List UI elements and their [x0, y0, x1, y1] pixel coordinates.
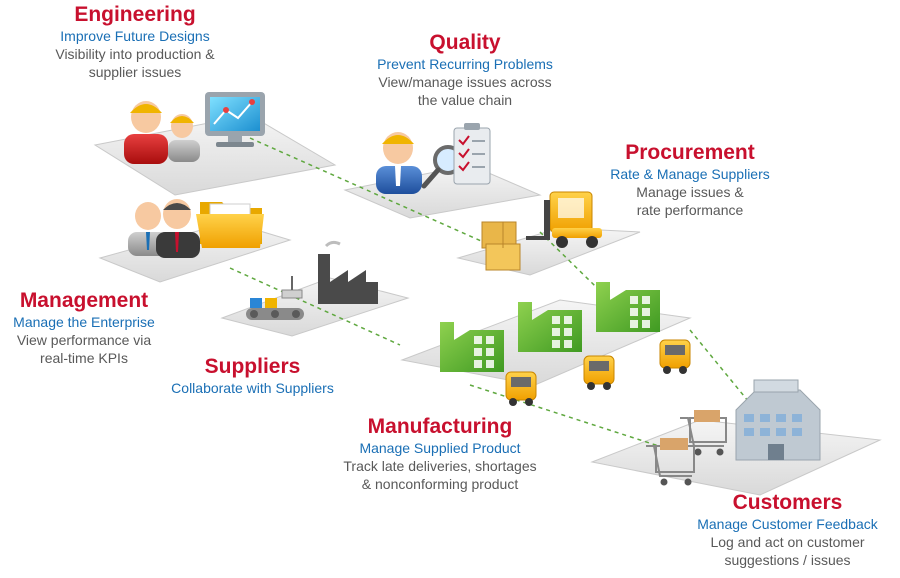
inspector-icon — [376, 132, 422, 194]
forklift-icon — [526, 191, 602, 248]
section-subtitle: Manage the Enterprise — [13, 314, 155, 330]
section-title: Engineering — [74, 3, 196, 26]
section-procurement: Procurement Rate & Manage Suppliers Mana… — [590, 140, 790, 219]
section-description-line: real-time KPIs — [40, 350, 128, 366]
shopping-cart-icon — [646, 438, 695, 486]
plant-icon — [596, 282, 660, 332]
shopping-cart-icon — [680, 410, 727, 456]
section-title: Suppliers — [204, 355, 301, 378]
section-subtitle: Rate & Manage Suppliers — [610, 166, 770, 182]
section-subtitle: Manage Supplied Product — [359, 440, 521, 456]
platform-quality — [343, 164, 542, 219]
checklist-icon — [453, 123, 491, 185]
section-description-line: supplier issues — [88, 64, 182, 80]
section-description-line: suggestions / issues — [724, 552, 851, 568]
section-quality: Quality Prevent Recurring Problems View/… — [355, 30, 575, 109]
section-description-line: rate performance — [636, 202, 744, 218]
worker-icon — [124, 101, 200, 164]
section-title: Procurement — [625, 141, 755, 164]
section-description-line: View/manage issues across — [378, 74, 552, 90]
section-description-line: & nonconforming product — [361, 476, 519, 492]
truck-icon — [583, 355, 615, 390]
section-title: Quality — [429, 31, 501, 54]
section-subtitle: Improve Future Designs — [60, 28, 210, 44]
section-title: Management — [19, 289, 149, 312]
section-engineering: Engineering Improve Future Designs Visib… — [30, 2, 240, 81]
plant-icon — [440, 322, 504, 372]
section-subtitle: Collaborate with Suppliers — [171, 380, 334, 396]
boxes-icon — [481, 221, 521, 271]
platform-suppliers — [220, 277, 410, 337]
folder-icon — [196, 202, 264, 248]
office-building-icon — [735, 379, 821, 461]
section-description-line: Log and act on customer — [710, 534, 865, 550]
section-suppliers: Suppliers Collaborate with Suppliers — [150, 354, 355, 397]
section-description-line: the value chain — [417, 92, 513, 108]
truck-icon — [659, 339, 691, 374]
section-description-line: View performance via — [16, 332, 152, 348]
factory-icon — [318, 240, 378, 304]
section-manufacturing: Manufacturing Manage Supplied Product Tr… — [320, 414, 560, 493]
section-description-line: Visibility into production & — [55, 46, 215, 62]
section-subtitle: Prevent Recurring Problems — [377, 56, 553, 72]
section-title: Customers — [732, 491, 843, 514]
business-people-icon — [128, 199, 200, 258]
section-description-line: Track late deliveries, shortages — [343, 458, 537, 474]
section-title: Manufacturing — [367, 415, 513, 438]
section-subtitle: Manage Customer Feedback — [697, 516, 878, 532]
monitor-chart-icon — [205, 92, 265, 147]
connector-lines — [229, 137, 781, 449]
conveyor-icon — [246, 276, 304, 320]
section-customers: Customers Manage Customer Feedback Log a… — [680, 490, 895, 569]
truck-icon — [505, 371, 537, 406]
plant-icon — [518, 302, 582, 352]
section-management: Management Manage the Enterprise View pe… — [0, 288, 168, 367]
section-description-line: Manage issues & — [636, 184, 744, 200]
